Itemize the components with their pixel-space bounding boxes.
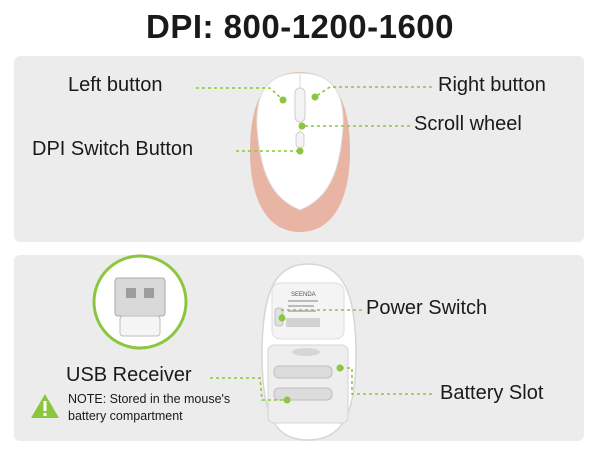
brand-text: SEENDA — [291, 292, 316, 298]
page-title: DPI: 800-1200-1600 — [145, 8, 455, 45]
mouse-bottom-image: SEENDA — [261, 263, 357, 441]
left-button-label: Left button — [68, 74, 163, 96]
usb-receiver-label: USB Receiver — [66, 364, 192, 386]
note-line-1: NOTE: Stored in the mouse's — [68, 392, 231, 406]
dpi-switch-label: DPI Switch Button — [32, 138, 194, 160]
right-button-label: Right button — [438, 74, 546, 96]
usb-receiver-image — [92, 254, 188, 350]
warning-icon — [31, 394, 59, 418]
note-line-2: battery compartment — [68, 409, 183, 423]
battery-slot-label: Battery Slot — [440, 382, 544, 404]
power-switch-label: Power Switch — [366, 297, 488, 319]
note-text: NOTE: Stored in the mouse's battery comp… — [68, 391, 258, 425]
scroll-wheel-label: Scroll wheel — [414, 113, 522, 135]
